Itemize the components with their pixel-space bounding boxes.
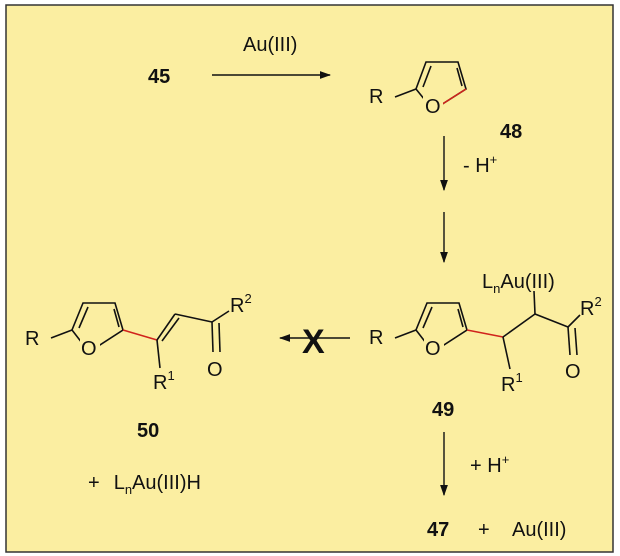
atom-r1-50: R1 [153,368,175,394]
compound-50-label: 50 [137,420,159,442]
atom-r1-49: R1 [501,370,523,396]
atom-o-48: O [425,96,441,118]
product-plus: + [478,519,490,541]
compound-49-structure: O R LnAu(III) R2 O R1 [369,271,602,396]
reagent-minus-h: - H+ [463,152,497,177]
atom-r-50: R [25,328,39,350]
atom-o-49-carbonyl: O [565,361,581,383]
compound-50-structure: O R R2 O R1 [25,291,252,394]
byproduct-plus-lnauh: +LnAu(III)H [88,472,201,497]
atom-r-49: R [369,327,383,349]
compound-47-label: 47 [427,519,449,541]
scheme-panel [5,4,614,553]
atom-r-48: R [369,86,383,108]
atom-r2-49: R2 [580,294,602,320]
atom-o-49-ring: O [425,338,441,360]
compound-49-label: 49 [432,399,454,421]
atom-r2-50: R2 [230,291,252,317]
compound-48-structure: O R [369,61,467,118]
ligand-lnau-49: LnAu(III) [482,271,555,296]
atom-o-50-ring: O [81,338,97,360]
compound-48-label: 48 [500,121,522,143]
reagent-plus-h: + H+ [470,452,509,477]
atom-o-50-carbonyl: O [207,359,223,381]
compound-45-label: 45 [148,66,170,88]
reagent-au-iii-top: Au(III) [243,34,297,56]
reagent-au-iii-bottom: Au(III) [512,519,566,541]
blocked-x-mark: X [302,323,325,361]
